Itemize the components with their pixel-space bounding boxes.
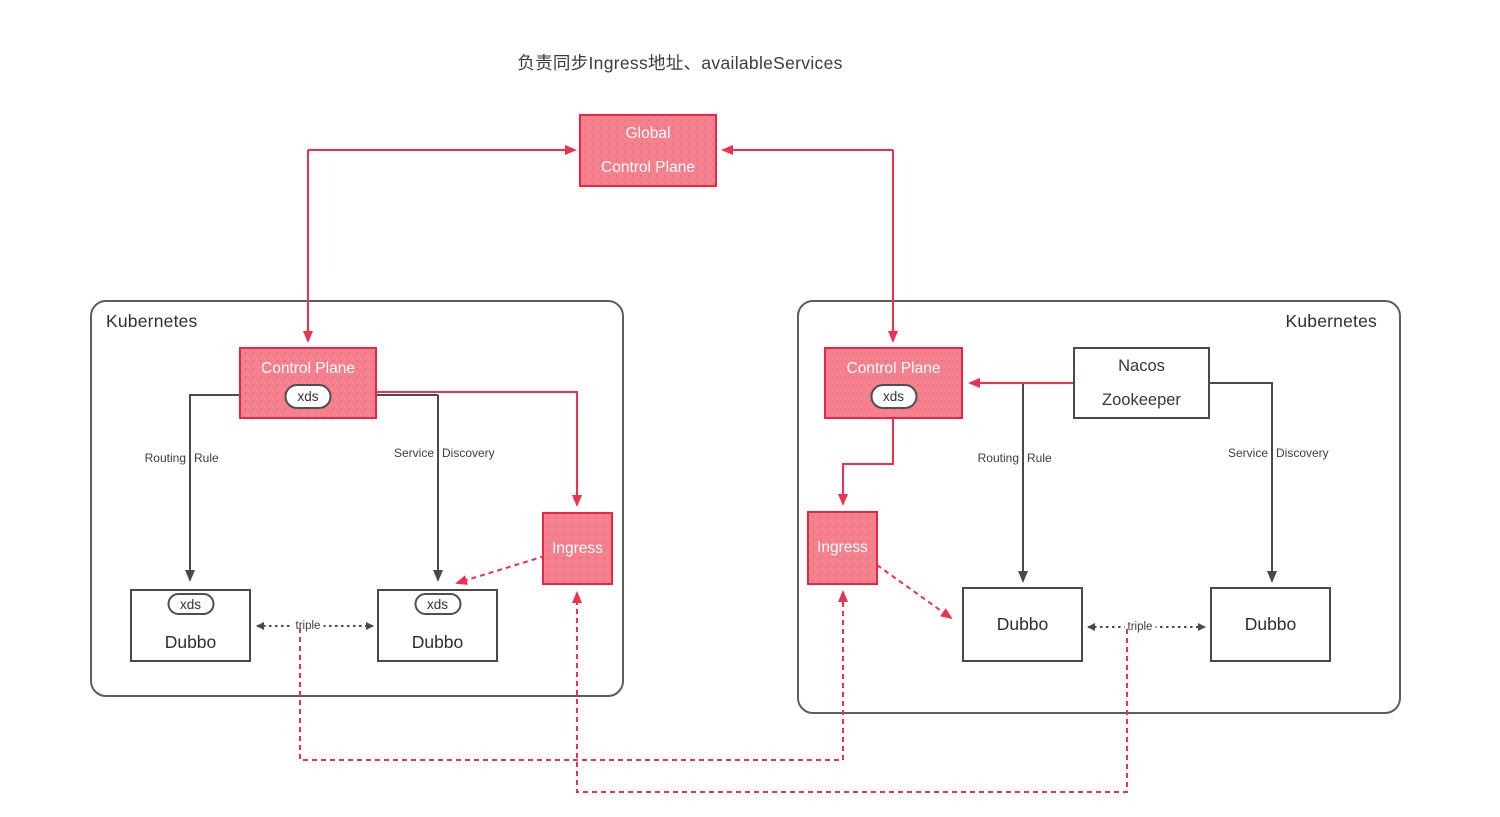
- left-dubbo2-label: Dubbo: [411, 632, 464, 652]
- right-control-plane-xds-pill: xds: [870, 384, 917, 409]
- right-cluster-label: Kubernetes: [1285, 311, 1377, 331]
- right-kubernetes-cluster: Kubernetes: [797, 300, 1401, 714]
- left-ingress-node: Ingress: [542, 512, 613, 585]
- edge-right-cp-to-ingress: [838, 419, 894, 506]
- global-control-plane-line2: Control Plane: [601, 159, 695, 176]
- left-dubbo2-node: xds Dubbo: [377, 589, 498, 662]
- left-dubbo1-label: Dubbo: [164, 632, 217, 652]
- left-cluster-label: Kubernetes: [106, 311, 198, 331]
- left-kubernetes-cluster: Kubernetes: [90, 300, 624, 697]
- right-ingress-node: Ingress: [807, 511, 878, 585]
- left-dubbo1-xds-pill: xds: [167, 593, 214, 615]
- left-control-plane-node: Control Plane xds: [239, 347, 377, 419]
- global-control-plane-line1: Global: [625, 124, 671, 142]
- registry-line2: Zookeeper: [1102, 390, 1181, 409]
- right-dubbo2-node: Dubbo: [1210, 587, 1331, 662]
- diagram-title: 负责同步Ingress地址、availableServices: [517, 53, 843, 73]
- edge-right-triple-to-left-ingress: [572, 591, 1128, 793]
- right-control-plane-label: Control Plane: [846, 360, 941, 377]
- edge-right-ingress-to-dubbo: [876, 564, 953, 620]
- global-control-plane-node: Global Control Plane: [579, 114, 717, 187]
- left-control-plane-xds-pill: xds: [284, 384, 332, 409]
- left-dubbo2-xds-pill: xds: [414, 593, 461, 615]
- edge-left-triple-to-right-ingress: [299, 590, 848, 761]
- edge-left-cp-to-ingress: [340, 391, 582, 507]
- edge-left-ingress-to-dubbo: [455, 555, 546, 585]
- nacos-zookeeper-node: Nacos Zookeeper: [1073, 347, 1210, 419]
- right-control-plane-node: Control Plane xds: [824, 347, 963, 419]
- registry-line1: Nacos: [1118, 356, 1165, 375]
- left-dubbo1-node: xds Dubbo: [130, 589, 251, 662]
- edge-right-service-discovery: [1210, 382, 1277, 583]
- right-dubbo1-node: Dubbo: [962, 587, 1083, 662]
- left-control-plane-label: Control Plane: [261, 360, 355, 377]
